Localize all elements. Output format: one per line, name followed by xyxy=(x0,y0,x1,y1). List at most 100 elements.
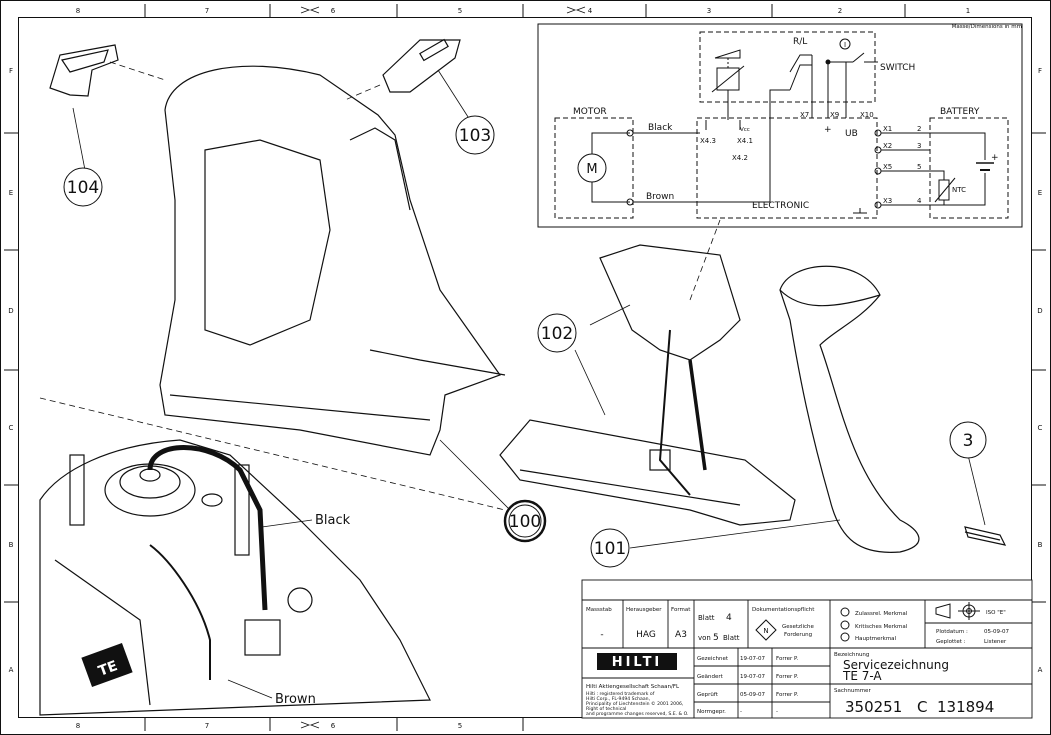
part-101-electronic-module xyxy=(499,419,796,526)
herausgeber-header: Herausgeber xyxy=(626,607,662,613)
hilti-logo-text: HILTI xyxy=(612,655,663,670)
black-wire-detail xyxy=(147,445,268,611)
row-label: A xyxy=(9,666,14,674)
battery-pin: 2 xyxy=(917,125,921,133)
housing-screw-boss xyxy=(287,587,313,613)
plotdatum-label: Plotdatum : xyxy=(936,629,968,635)
part-103-cap xyxy=(382,39,461,93)
grip-handle xyxy=(779,265,920,553)
part-104-slot xyxy=(61,49,109,73)
switch-box xyxy=(699,31,876,103)
electronic-title: ELECTRONIC xyxy=(752,201,809,211)
row-label: D xyxy=(8,307,13,315)
row-label: Normgepr. xyxy=(697,709,726,715)
row-name: Forrer P. xyxy=(776,656,798,662)
callout-104 xyxy=(63,167,103,207)
title-block xyxy=(581,579,1033,719)
switch-title: SWITCH xyxy=(880,63,915,73)
row-label: B xyxy=(9,541,14,549)
bezeichnung-line2: TE 7-A xyxy=(842,669,882,683)
row-label: Geprüft xyxy=(697,692,719,698)
module-edge xyxy=(519,469,741,506)
battery-plus: + xyxy=(991,153,999,163)
detail-brown-label: Brown xyxy=(275,692,316,707)
vcc-label: Vcc xyxy=(740,127,750,133)
legal-line: Right of technical xyxy=(586,706,626,712)
row-label: C xyxy=(1038,424,1043,432)
terminal-icon xyxy=(874,129,882,137)
housing-post xyxy=(234,464,250,556)
part-3-screw xyxy=(964,526,1007,546)
motor-title: MOTOR xyxy=(573,107,607,117)
x9-label: X9 xyxy=(830,111,839,119)
callout-100 xyxy=(503,499,547,543)
doku-header: Dokumentationspflicht xyxy=(752,607,815,613)
col-label: 4 xyxy=(588,7,593,15)
callout-102-label: 102 xyxy=(541,324,573,344)
battery-minus-wire xyxy=(930,173,986,206)
terminal-icon xyxy=(874,167,882,175)
callout-bubbles: 104 103 102 100 101 3 xyxy=(63,115,987,568)
te-badge-text: TE xyxy=(96,658,119,680)
housing-ridge xyxy=(169,394,431,421)
plus-label: + xyxy=(824,125,832,135)
herausgeber-value: HAG xyxy=(636,630,656,640)
x42-label: X4.2 xyxy=(732,154,748,162)
kritisch-label: Kritisches Merkmal xyxy=(855,624,908,630)
black-leader xyxy=(261,519,313,528)
rl-contact-2 xyxy=(789,54,812,73)
row-label: F xyxy=(9,67,13,75)
row-label: D xyxy=(1037,307,1042,315)
col-label: 7 xyxy=(205,722,209,730)
col-label: 5 xyxy=(458,7,462,15)
company-name: Hilti Aktiengesellschaft Schaan/FL xyxy=(586,684,680,690)
plotdatum-value: 05-09-07 xyxy=(984,629,1009,635)
format-header: Format xyxy=(671,607,691,613)
bezeichnung-header: Bezeichnung xyxy=(834,652,869,658)
callout-100-inner xyxy=(508,504,542,538)
row-label: C xyxy=(9,424,14,432)
doku-diamond-icon xyxy=(755,619,777,641)
ntc-wire xyxy=(930,170,945,180)
brown-wire-detail xyxy=(149,544,211,680)
blatt-value: 4 xyxy=(726,613,732,623)
forderung-label: Forderung xyxy=(784,632,812,638)
title-block-fields: Massstab - Herausgeber HAG Format A3 Bla… xyxy=(586,602,1009,717)
col-label: 8 xyxy=(76,722,80,730)
row-date: - xyxy=(740,709,742,715)
wire-black-label: Black xyxy=(648,123,673,133)
index-value: C xyxy=(917,698,927,716)
trigger-ramp-icon xyxy=(714,49,741,59)
callout-103-label: 103 xyxy=(459,126,491,146)
x7-label: X7 xyxy=(800,111,809,119)
motor-letter: M xyxy=(586,162,597,177)
motor-wire-bottom xyxy=(591,182,630,203)
blatt2-label: Blatt xyxy=(723,634,740,642)
col-label: 1 xyxy=(966,7,970,15)
main-switch-blade xyxy=(852,52,865,63)
projection-icon xyxy=(935,602,980,620)
callout-101-label: 101 xyxy=(594,539,626,559)
part-102-switch xyxy=(599,244,741,361)
x43-label: X4.3 xyxy=(700,137,716,145)
part-100-housing xyxy=(159,65,501,456)
motor-box xyxy=(554,117,634,219)
col-label: 3 xyxy=(707,7,711,15)
ntc-resistor-icon xyxy=(938,179,950,201)
bezeichnung-line1: Servicezeichnung xyxy=(843,658,949,672)
housing-edge xyxy=(349,127,411,211)
exploded-view xyxy=(39,38,1007,553)
assembly-lines xyxy=(39,61,721,511)
ub-label: UB xyxy=(845,129,858,139)
housing-window xyxy=(204,139,331,346)
brown-wire xyxy=(633,89,790,203)
module-component xyxy=(649,449,671,471)
zulass-icon xyxy=(840,607,850,617)
row-name: Forrer P. xyxy=(776,674,798,680)
legal-line: Principality of Liechtenstein © 2001 200… xyxy=(586,700,684,707)
power-symbol: I xyxy=(844,41,846,49)
col-label: 2 xyxy=(838,7,842,15)
part-103-slot xyxy=(419,38,449,62)
geplottet-value: Listener xyxy=(984,639,1007,645)
switch-cable-black xyxy=(688,359,707,471)
